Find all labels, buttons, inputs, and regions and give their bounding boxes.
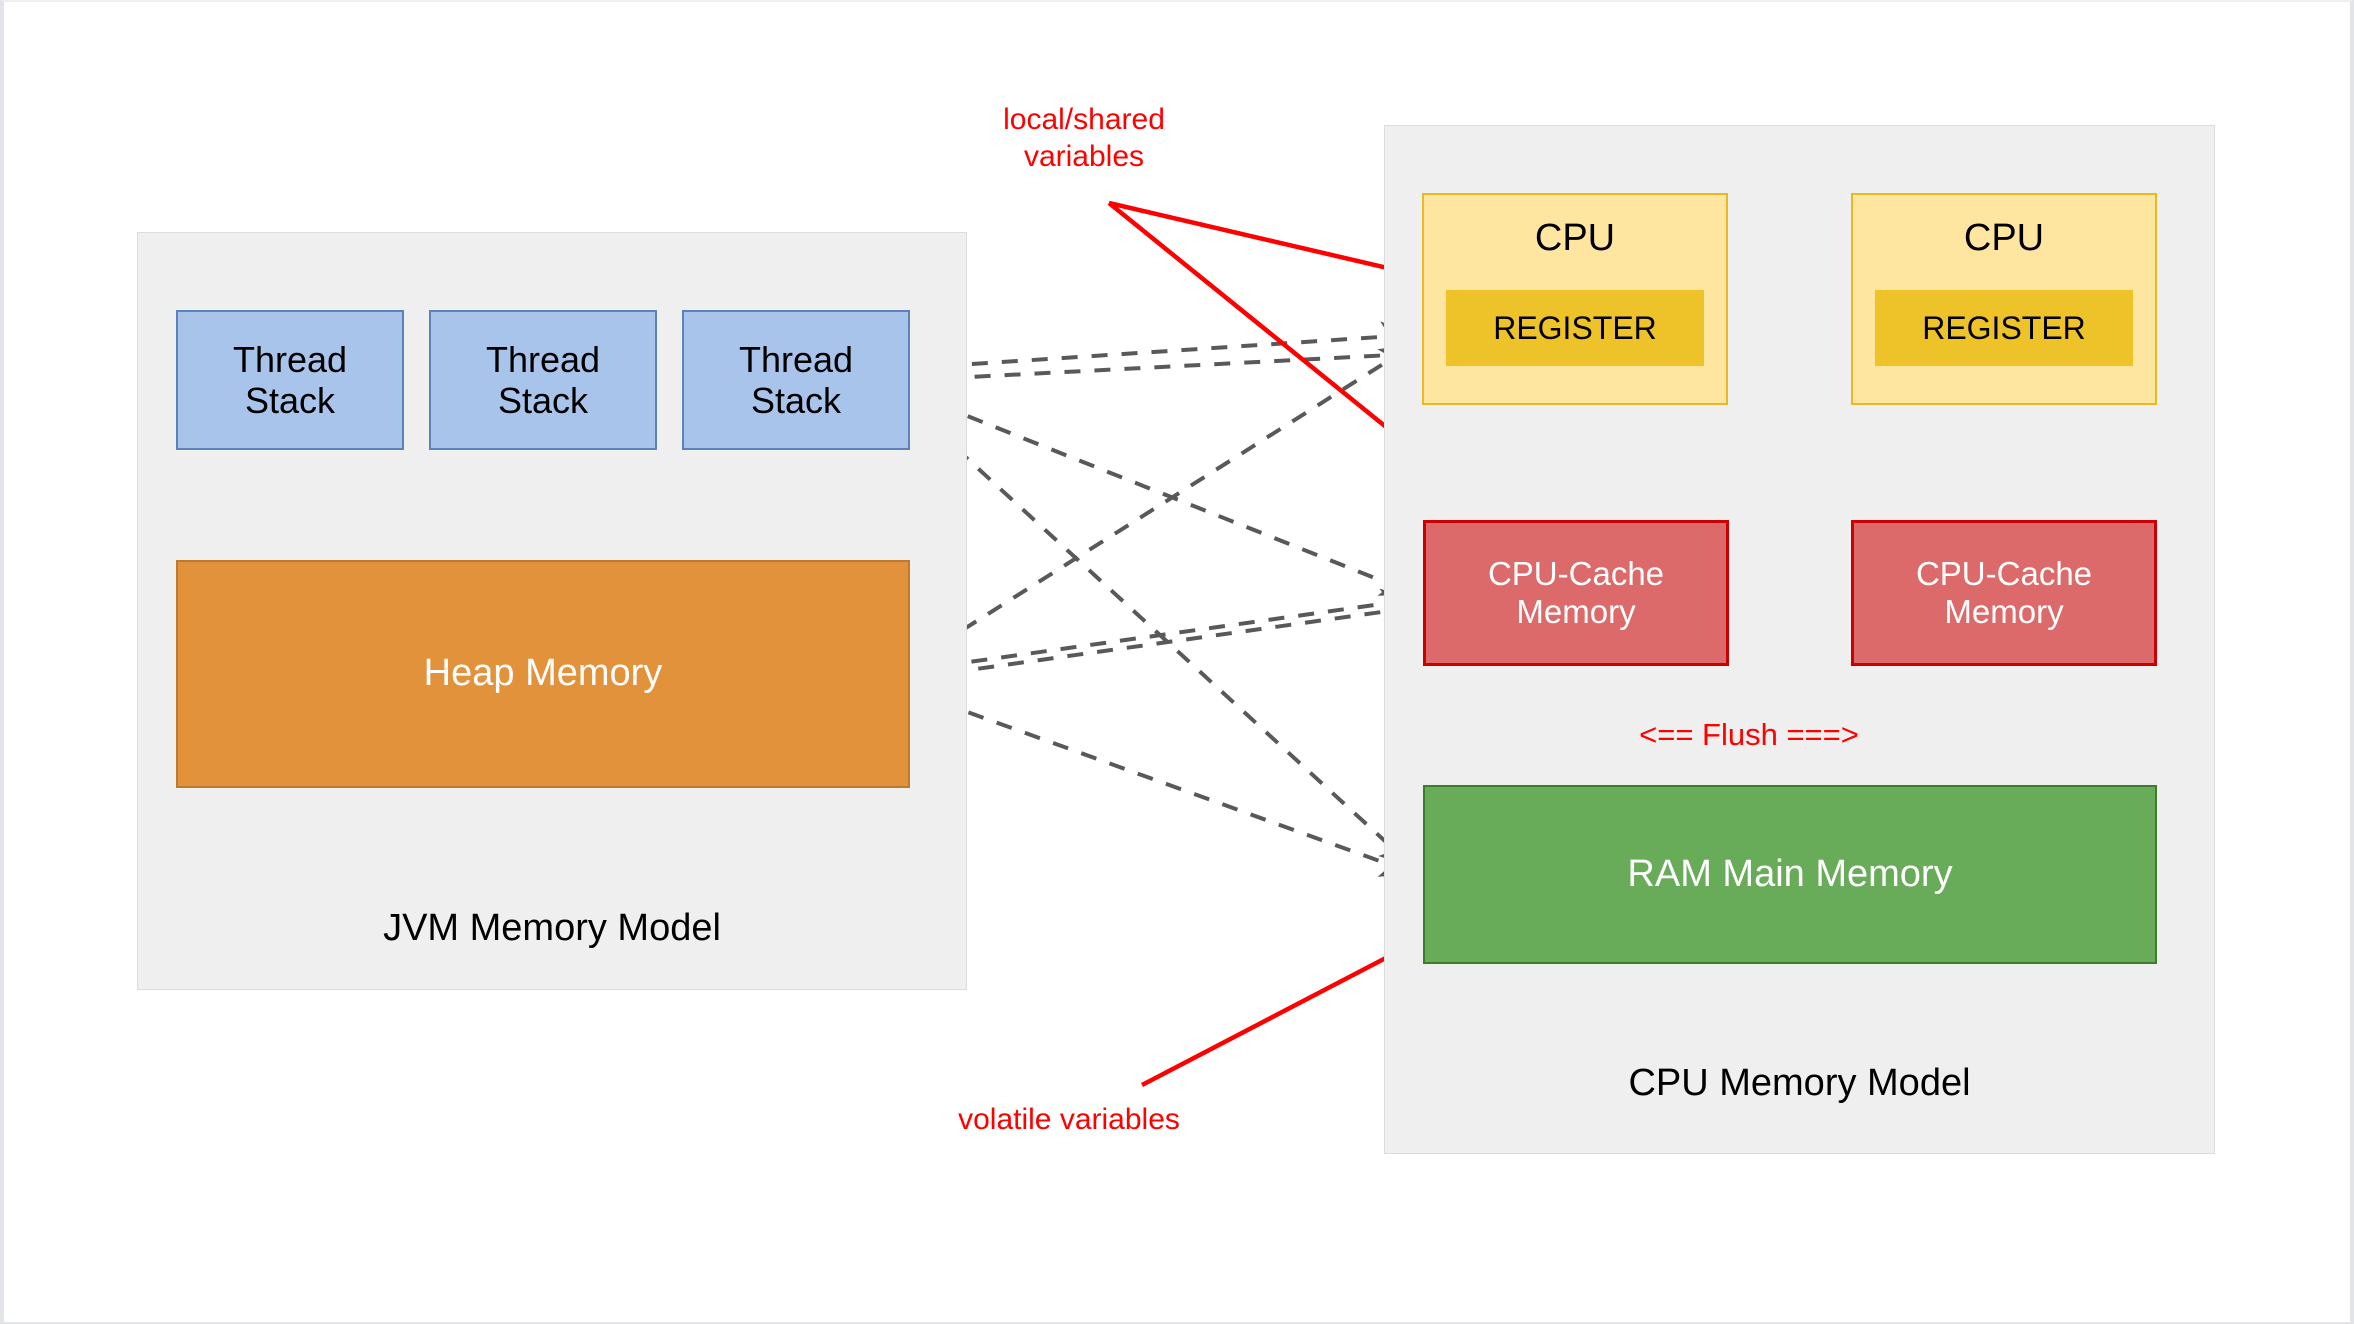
cpu-cache-box-1[interactable]: CPU-Cache Memory <box>1423 520 1729 666</box>
cpu-cache-box-2[interactable]: CPU-Cache Memory <box>1851 520 2157 666</box>
register-box-1[interactable]: REGISTER <box>1446 290 1704 366</box>
link-cache-heap <box>907 606 1411 690</box>
link-heap-cache <box>911 588 1415 672</box>
thread-stack-box-3[interactable]: Thread Stack <box>682 310 910 450</box>
heap-memory-box[interactable]: Heap Memory <box>176 560 910 788</box>
thread-stack-box-1[interactable]: Thread Stack <box>176 310 404 450</box>
ram-main-memory-box[interactable]: RAM Main Memory <box>1423 785 2157 964</box>
flush-label: <== Flush ===> <box>1639 717 1859 752</box>
link-register-threadstack <box>907 352 1411 395</box>
thread-stack-box-2[interactable]: Thread Stack <box>429 310 657 450</box>
annotation-local-shared-variables: local/shared variables <box>1003 103 1165 173</box>
jvm-panel-title: JVM Memory Model <box>383 907 721 949</box>
link-threadstack-register <box>911 321 1415 370</box>
link-threadstack-cache <box>911 392 1415 596</box>
link-threadstack-ram <box>910 406 1414 868</box>
link-heap-ram <box>911 690 1415 877</box>
register-box-2[interactable]: REGISTER <box>1875 290 2133 366</box>
link-heap-register <box>910 344 1415 664</box>
cpu-panel-title: CPU Memory Model <box>1628 1062 1971 1104</box>
annotation-volatile-variables: volatile variables <box>958 1103 1180 1136</box>
